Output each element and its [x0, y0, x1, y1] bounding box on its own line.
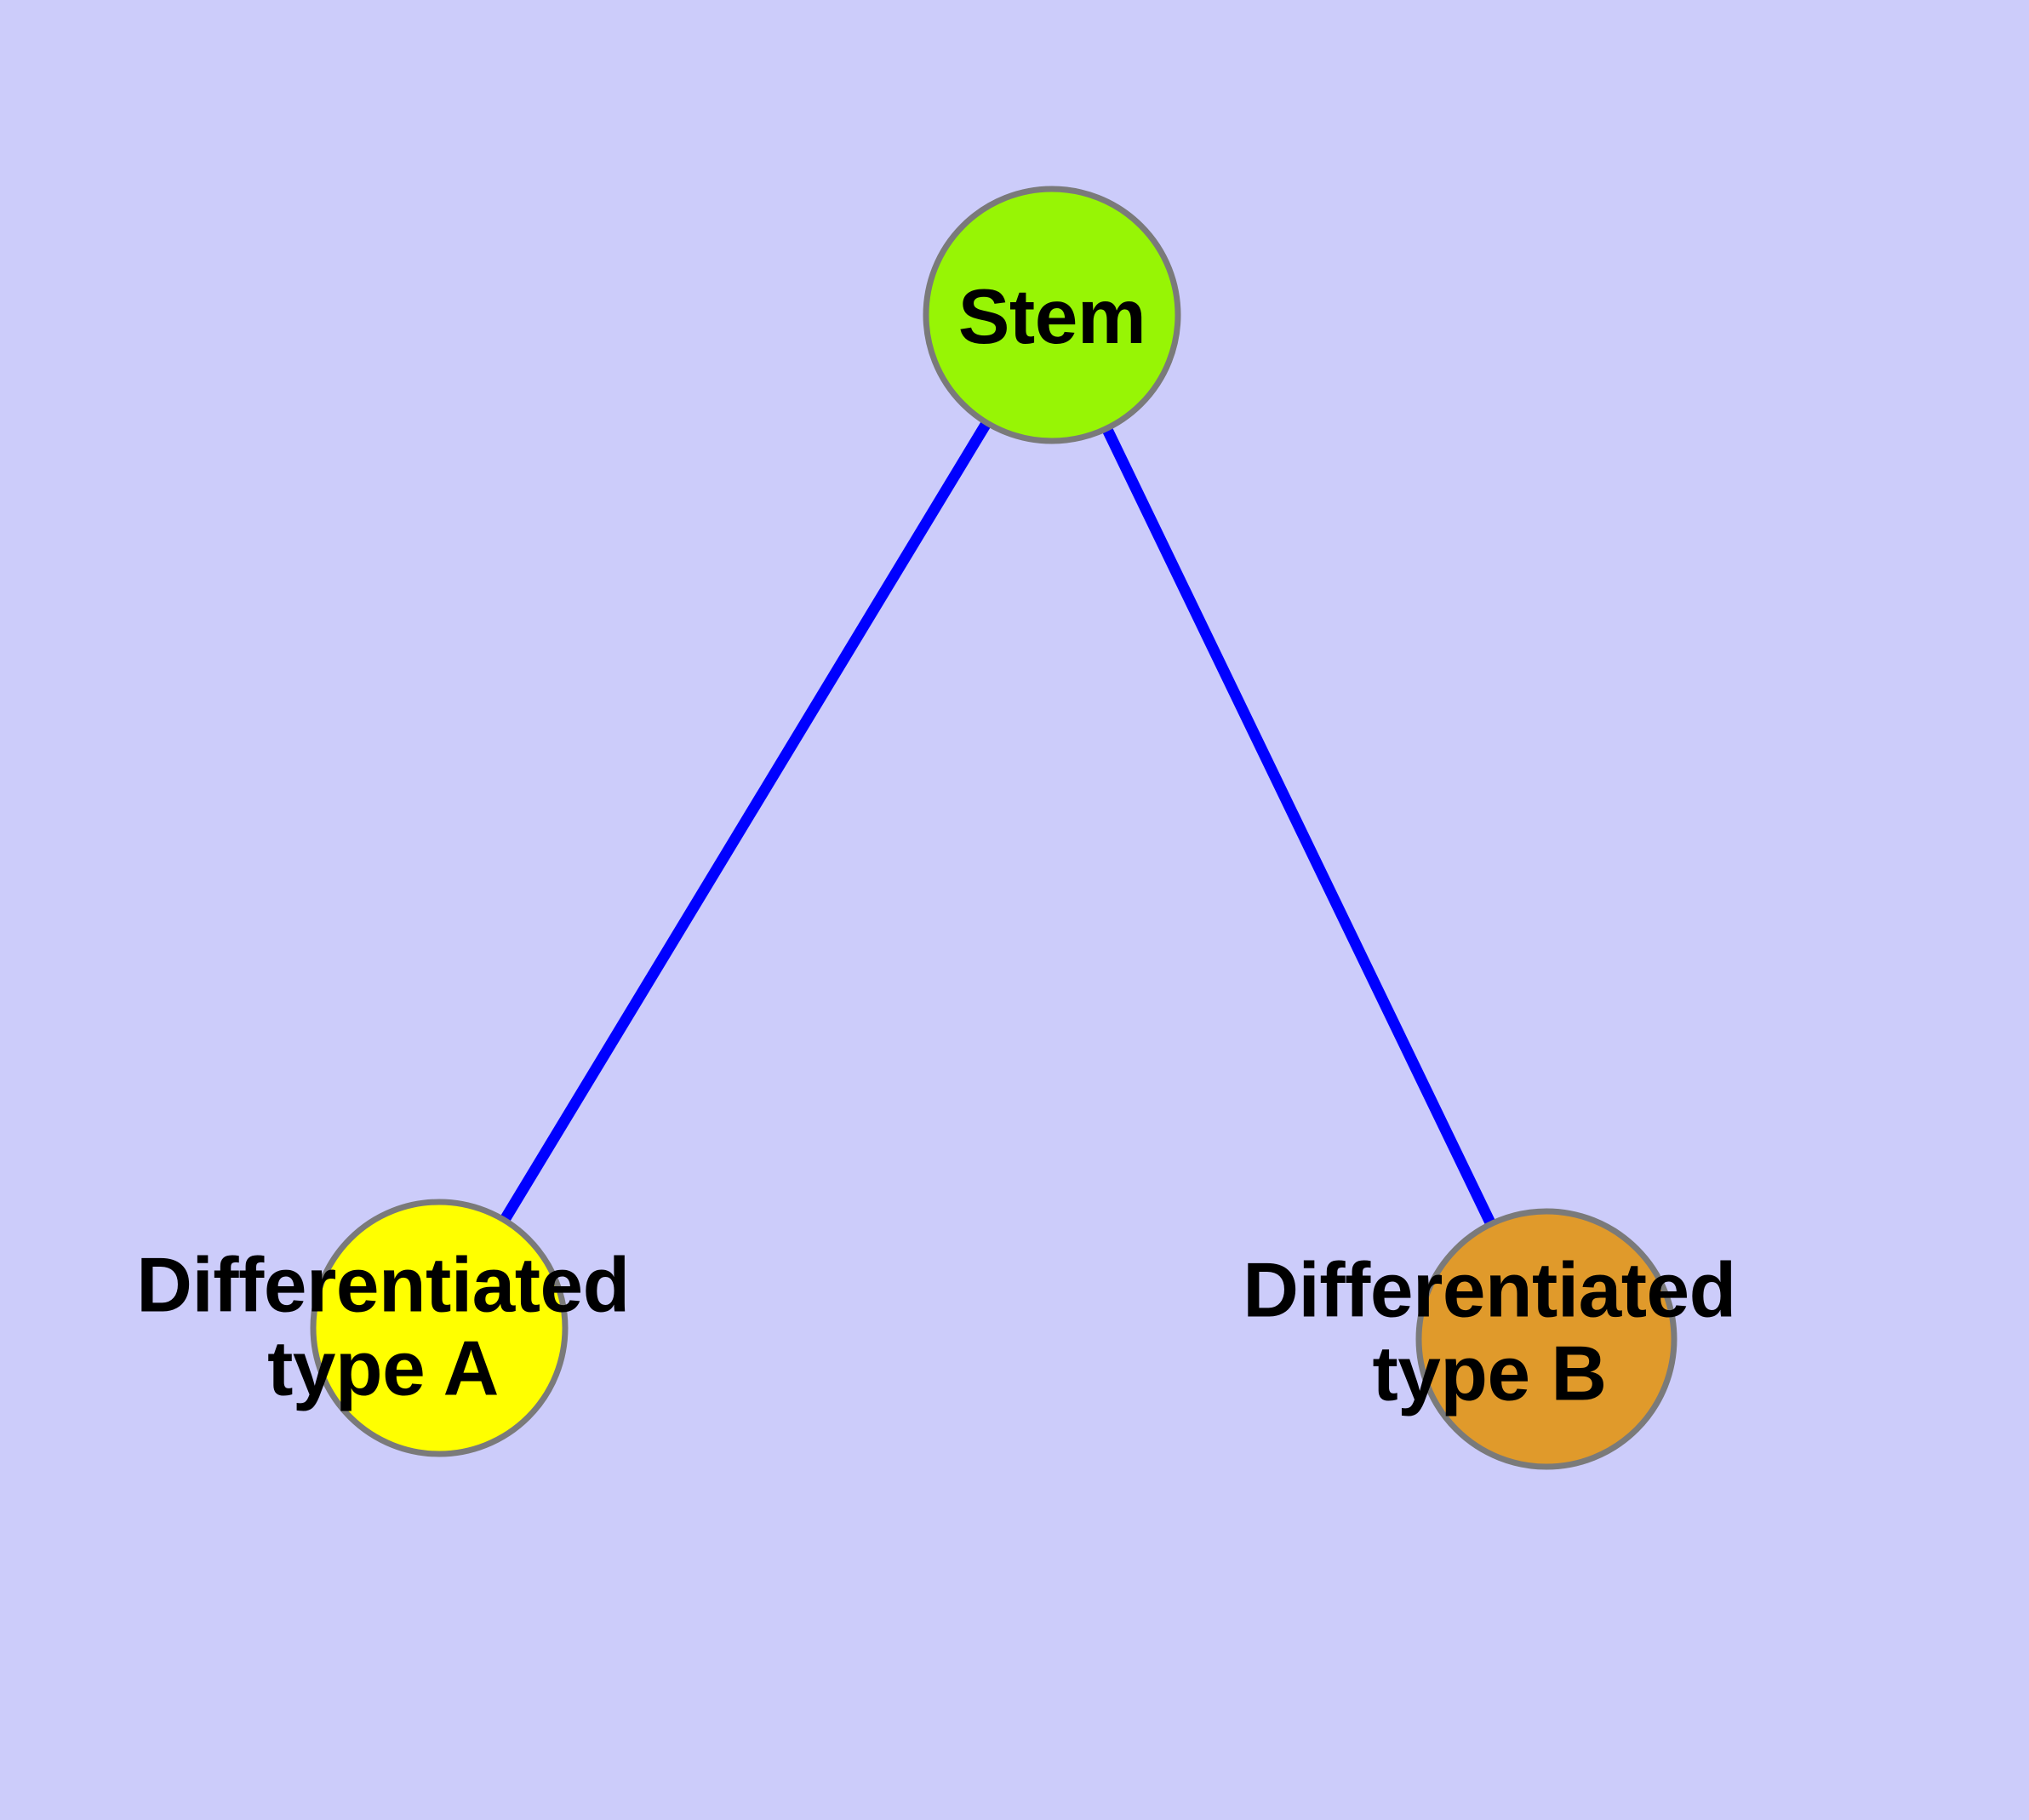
graph-node-diff_b[interactable]: [1415, 1208, 1677, 1470]
graph-edge[interactable]: [434, 312, 1057, 1331]
node-layer: [310, 186, 1677, 1470]
graph-node-stem[interactable]: [923, 186, 1181, 444]
edge-layer: [434, 312, 1552, 1342]
graph-node-diff_a[interactable]: [310, 1199, 569, 1457]
graph-edge[interactable]: [1047, 312, 1552, 1342]
